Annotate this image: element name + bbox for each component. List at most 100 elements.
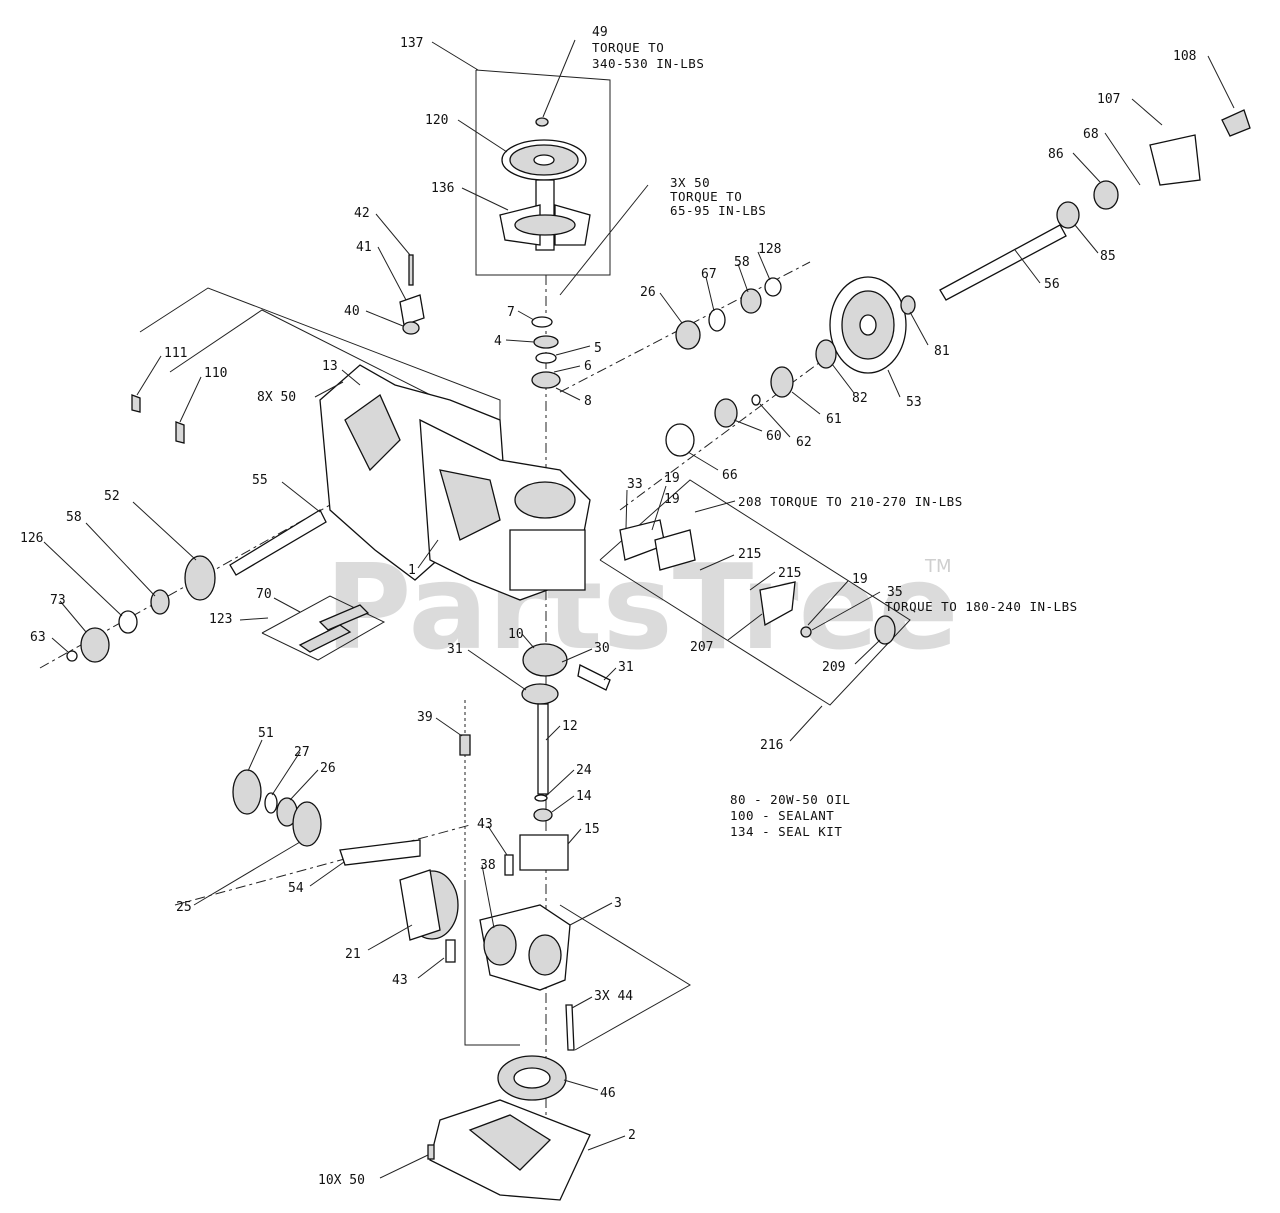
leader-30 [561, 648, 593, 663]
leader-12 [545, 725, 561, 741]
part-81-ring [900, 295, 916, 315]
label-3: 3 [614, 896, 622, 911]
part-46-ring-gear-inner [513, 1067, 551, 1089]
part-44-bolt [565, 1004, 575, 1051]
leader-137 [431, 41, 479, 71]
label-126: 126 [20, 531, 43, 546]
label-67: 67 [701, 267, 717, 282]
part-43a-pin [504, 854, 514, 876]
leader-66 [687, 451, 719, 471]
part-111-plug [131, 394, 141, 413]
note-3x50-line3: 65-95 IN-LBS [670, 203, 766, 218]
part-24-clip [534, 794, 548, 802]
leader-40 [365, 310, 404, 327]
label-41: 41 [356, 240, 372, 255]
leader-54 [309, 861, 345, 887]
leader-110 [179, 376, 202, 423]
leader-10x50 [379, 1154, 429, 1179]
leader-3 [569, 902, 613, 926]
part-62-washer [751, 394, 761, 406]
service-legend: 80 - 20W-50 OIL 100 - SEALANT 134 - SEAL… [730, 792, 850, 839]
part-108-fitting [1221, 109, 1251, 137]
label-70: 70 [256, 587, 272, 602]
leader-15 [567, 828, 582, 845]
leader-1 [417, 539, 439, 569]
label-207: 207 [690, 640, 713, 655]
label-52: 52 [104, 489, 120, 504]
part-39-valve [459, 734, 471, 756]
part-123-kit-item [318, 604, 370, 631]
leader-56 [1014, 249, 1041, 284]
label-2: 2 [628, 1128, 636, 1143]
label-60: 60 [766, 429, 782, 444]
part-5-washer [535, 352, 557, 364]
part-21-motor-body [399, 869, 441, 941]
part-58-gear [740, 288, 762, 314]
part-10-block [522, 643, 568, 677]
part-63-nut [66, 650, 78, 662]
label-123: 123 [209, 612, 232, 627]
label-13: 13 [322, 359, 338, 374]
label-19b: 19 [664, 492, 680, 507]
note-49-line1: TORQUE TO [592, 40, 664, 55]
leader-108 [1207, 55, 1235, 109]
part-61-gear [770, 366, 794, 398]
label-107: 107 [1097, 92, 1120, 107]
leader-25 [193, 841, 301, 906]
leader-31b [603, 667, 617, 681]
part-110-plug [175, 421, 185, 444]
leader-123 [239, 617, 269, 621]
note-35: TORQUE TO 180-240 IN-LBS [885, 599, 1078, 614]
label-35: 35 [887, 585, 903, 600]
note-49-line2: 340-530 IN-LBS [592, 56, 704, 71]
label-86: 86 [1048, 147, 1064, 162]
leader-67 [705, 276, 715, 312]
leader-46 [563, 1079, 599, 1091]
label-15: 15 [584, 822, 600, 837]
label-53: 53 [906, 395, 922, 410]
leader-52 [132, 501, 197, 561]
watermark-trademark: TM [924, 556, 952, 577]
part-58b-gear [150, 589, 170, 615]
leader-42 [375, 213, 411, 256]
label-27: 27 [294, 745, 310, 760]
part-12-shaft [537, 703, 549, 795]
part-85-bearing [1056, 201, 1080, 229]
label-55: 55 [252, 473, 268, 488]
label-111: 111 [164, 346, 187, 361]
label-216: 216 [760, 738, 783, 753]
leader-31a [467, 649, 527, 691]
axle-axis-lower [174, 824, 471, 906]
leader-120 [457, 119, 508, 153]
leader-8x50 [314, 381, 344, 398]
label-54: 54 [288, 881, 304, 896]
label-49: 49 [592, 25, 608, 40]
label-61: 61 [826, 412, 842, 427]
legend-line-3: 134 - SEAL KIT [730, 824, 842, 839]
part-41-lever [399, 294, 425, 326]
label-42: 42 [354, 206, 370, 221]
leader-82 [831, 363, 855, 394]
leader-43a [487, 825, 508, 856]
leader-62 [759, 403, 791, 438]
part-10x50-bolt [427, 1144, 435, 1160]
part-67-ring [708, 308, 726, 332]
leader-19a [651, 485, 667, 531]
label-108: 108 [1173, 49, 1196, 64]
label-21: 21 [345, 947, 361, 962]
leader-3x50 [559, 184, 649, 296]
part-49-nut [535, 117, 549, 127]
kit-70-box [261, 595, 386, 661]
control-arm-box [599, 479, 911, 706]
leader-21 [367, 924, 413, 951]
label-38: 38 [480, 858, 496, 873]
label-215b: 215 [778, 566, 801, 581]
label-128: 128 [758, 242, 781, 257]
part-35-nut [800, 626, 812, 638]
label-8x50: 8X 50 [257, 390, 296, 405]
label-82: 82 [852, 391, 868, 406]
label-24: 24 [576, 763, 592, 778]
part-27-ring [264, 792, 278, 814]
label-209: 209 [822, 660, 845, 675]
